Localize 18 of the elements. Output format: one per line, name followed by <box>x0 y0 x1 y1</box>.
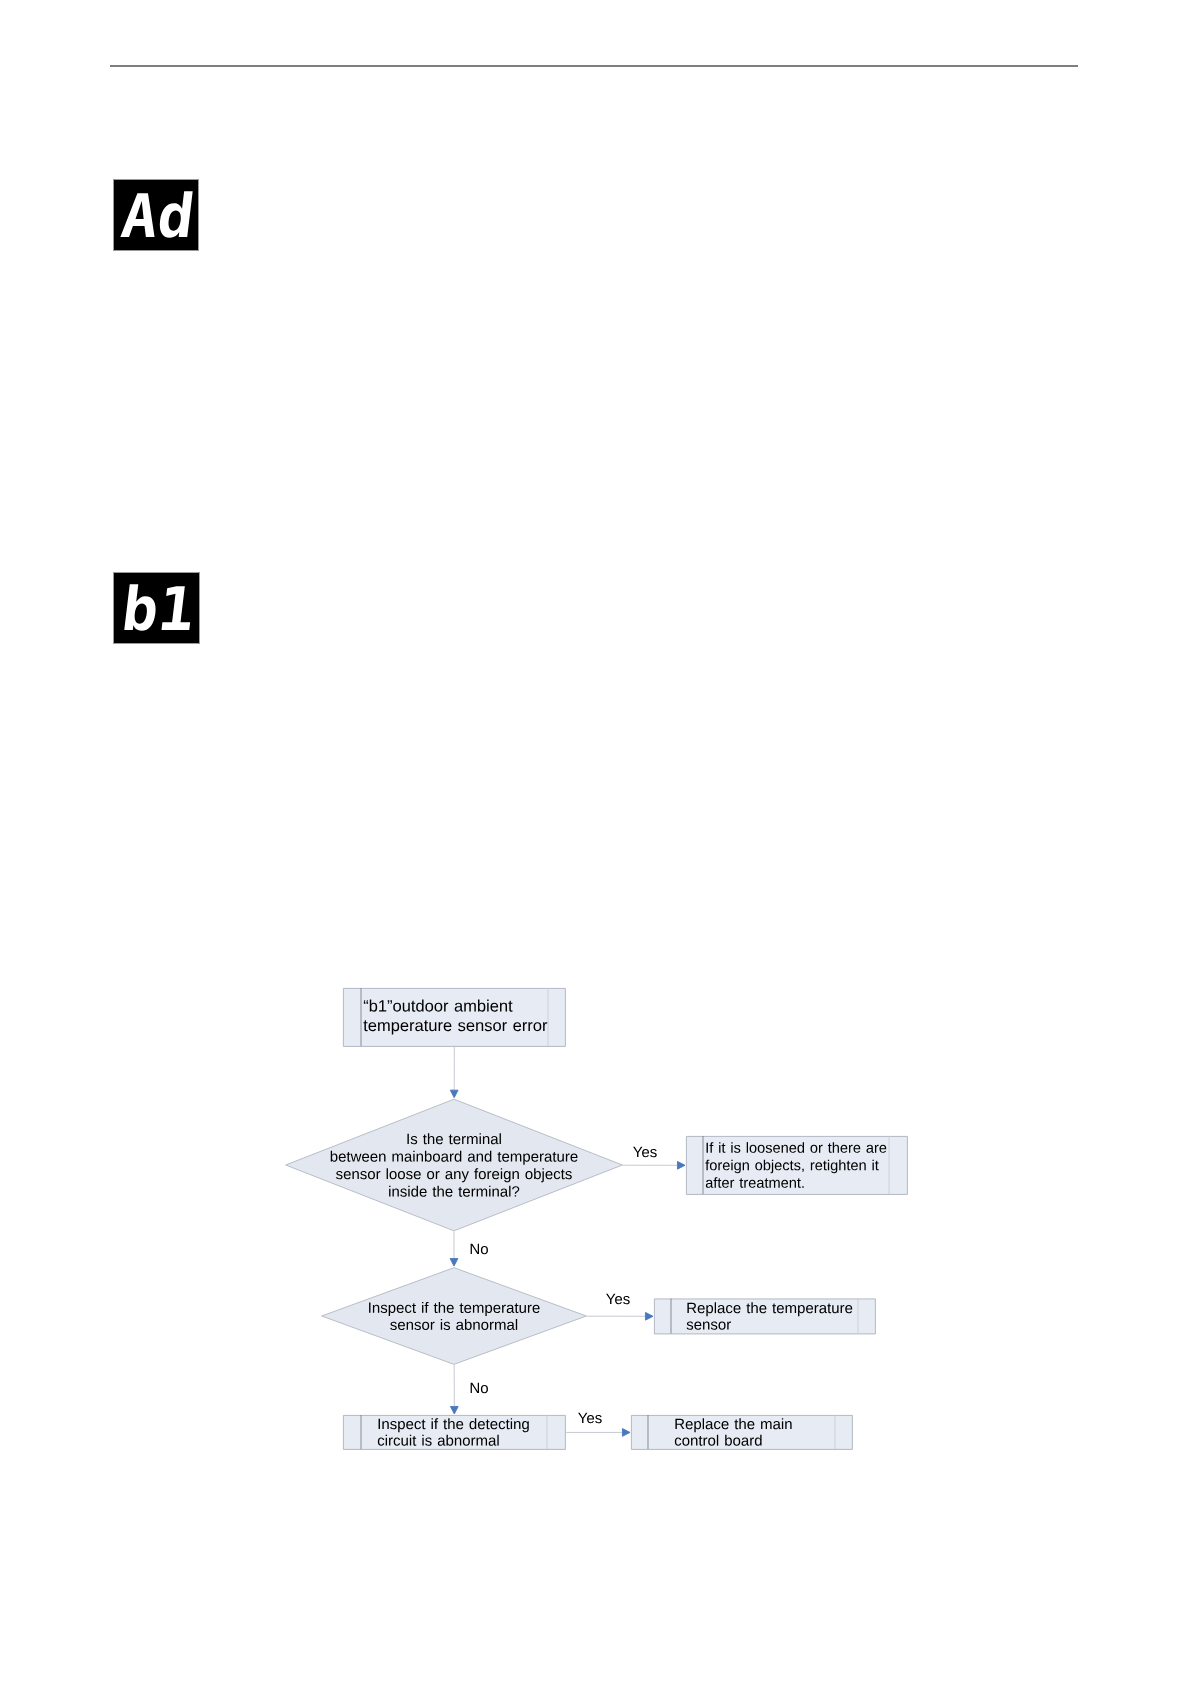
arrow <box>586 1311 654 1321</box>
process-box: Replace the main control board <box>631 1414 853 1450</box>
arrow <box>621 1160 686 1170</box>
arrow <box>449 1230 459 1267</box>
process-box: “b1”outdoor ambient temperature sensor error <box>343 987 566 1047</box>
arrow <box>449 1046 459 1099</box>
process-box: Inspect if the detecting circuit is abnormal <box>343 1414 566 1450</box>
edge-label: Yes <box>631 1145 659 1159</box>
arrow <box>450 1364 459 1415</box>
process-box: If it is loosened or there are foreign objects, retighten it after treatment. <box>686 1135 908 1195</box>
led-display: b1 <box>113 572 200 644</box>
led-display: Ad <box>113 179 199 251</box>
edge-label: No <box>467 1381 491 1395</box>
edge-label: No <box>467 1242 491 1256</box>
process-box: Replace the temperature sensor <box>654 1298 876 1335</box>
edge-label: Yes <box>576 1411 604 1425</box>
arrow <box>565 1428 631 1437</box>
edge-label: Yes <box>604 1292 632 1306</box>
